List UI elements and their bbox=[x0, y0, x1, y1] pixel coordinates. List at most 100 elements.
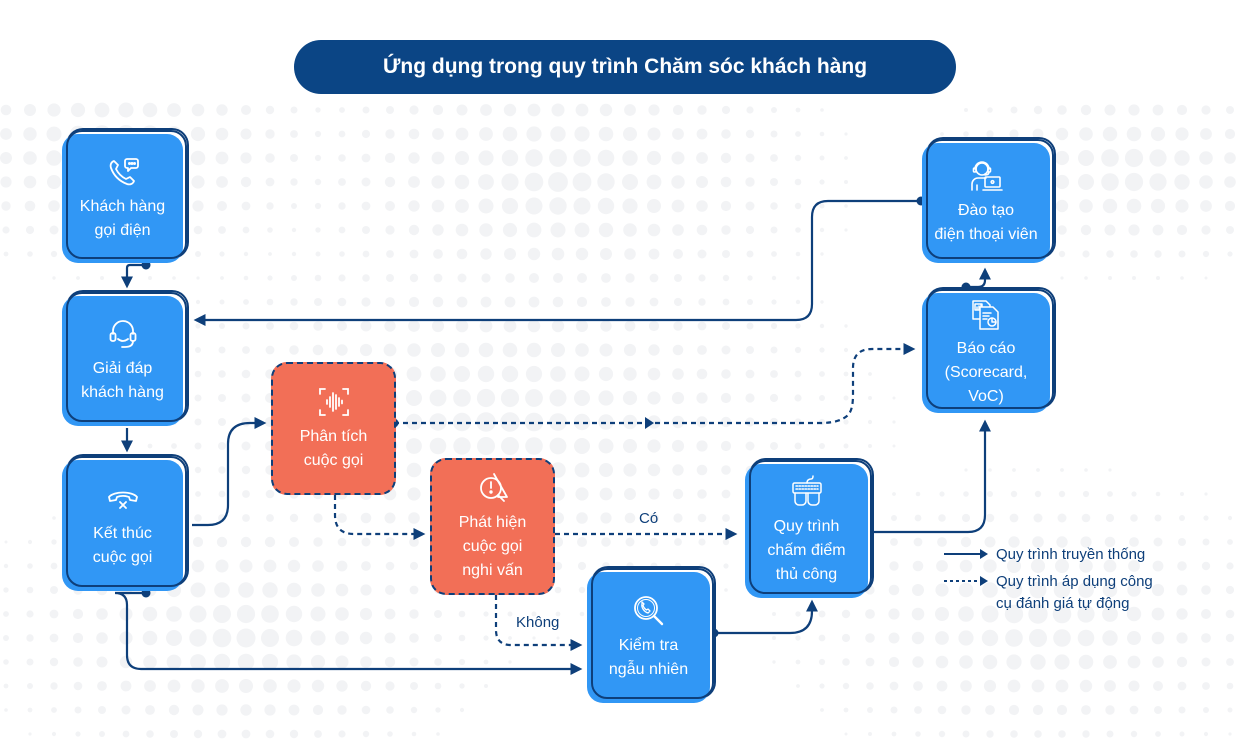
background-dot bbox=[794, 394, 802, 402]
background-dot bbox=[550, 222, 566, 238]
background-dot bbox=[771, 275, 777, 281]
background-dot bbox=[526, 342, 542, 358]
background-dot bbox=[50, 250, 58, 258]
background-dot bbox=[408, 176, 420, 188]
node-analyze-call[interactable]: Phân tích cuộc gọi bbox=[271, 362, 396, 495]
node-end-call[interactable]: Kết thúc cuộc gọi bbox=[62, 456, 187, 591]
background-dot bbox=[573, 149, 591, 167]
background-dot bbox=[1033, 513, 1043, 523]
background-dot bbox=[935, 631, 949, 645]
background-dot bbox=[507, 611, 513, 617]
background-dot bbox=[647, 199, 661, 213]
background-dot bbox=[25, 225, 35, 235]
background-dot bbox=[648, 320, 660, 332]
background-dot bbox=[818, 610, 826, 618]
edge-analyze-to-report bbox=[394, 342, 916, 425]
background-dot bbox=[867, 707, 873, 713]
background-dot bbox=[531, 611, 537, 617]
background-dot bbox=[794, 346, 802, 354]
background-dot bbox=[410, 682, 418, 690]
edge-report-to-training bbox=[966, 267, 992, 289]
node-customer-call[interactable]: Khách hàng gọi điện bbox=[62, 130, 187, 263]
background-dot bbox=[261, 605, 279, 623]
background-dot bbox=[289, 345, 299, 355]
background-dot bbox=[191, 103, 205, 117]
background-dot bbox=[218, 226, 226, 234]
background-dot bbox=[409, 273, 419, 283]
background-dot bbox=[456, 104, 468, 116]
background-dot bbox=[384, 512, 396, 524]
background-dot bbox=[721, 105, 731, 115]
node-random-check[interactable]: Kiểm tra ngẫu nhiên bbox=[587, 568, 714, 703]
background-dot bbox=[457, 273, 467, 283]
node-report[interactable]: Báo cáo (Scorecard, VoC) bbox=[922, 289, 1054, 413]
node-training[interactable]: Đào tạo điện thoại viên bbox=[922, 139, 1054, 263]
background-dot bbox=[167, 679, 181, 693]
background-dot bbox=[1078, 174, 1094, 190]
background-dot bbox=[49, 609, 59, 619]
background-dot bbox=[217, 729, 227, 739]
background-dot bbox=[574, 438, 590, 454]
background-dot bbox=[3, 683, 9, 689]
background-dot bbox=[1104, 536, 1116, 548]
background-dot bbox=[239, 679, 253, 693]
background-dot bbox=[624, 248, 636, 260]
background-dot bbox=[48, 200, 60, 212]
background-dot bbox=[1009, 513, 1019, 523]
background-dot bbox=[23, 127, 37, 141]
background-dot bbox=[1, 201, 11, 211]
background-dot bbox=[1006, 654, 1022, 670]
background-dot bbox=[721, 129, 731, 139]
background-dot bbox=[722, 250, 730, 258]
background-dot bbox=[1010, 730, 1018, 738]
background-dot bbox=[432, 128, 444, 140]
background-dot bbox=[170, 730, 178, 738]
background-dot bbox=[1104, 104, 1116, 116]
background-dot bbox=[503, 319, 517, 333]
background-dot bbox=[409, 609, 419, 619]
background-dot bbox=[1007, 679, 1021, 693]
node-label-line: ngẫu nhiên bbox=[608, 660, 689, 678]
background-dot bbox=[1036, 468, 1040, 472]
background-dot bbox=[598, 126, 614, 142]
background-dot bbox=[268, 252, 272, 256]
background-dot bbox=[1103, 559, 1117, 573]
background-dot bbox=[1201, 225, 1211, 235]
background-dot bbox=[549, 149, 567, 167]
background-dot bbox=[1152, 224, 1164, 236]
background-dot bbox=[574, 126, 590, 142]
background-dot bbox=[480, 296, 492, 308]
background-dot bbox=[361, 297, 371, 307]
background-dot bbox=[1228, 732, 1232, 736]
background-dot bbox=[190, 654, 206, 670]
background-dot bbox=[578, 586, 586, 594]
background-dot bbox=[529, 273, 539, 283]
background-dot bbox=[1130, 730, 1138, 738]
node-answer-customer[interactable]: Giải đáp khách hàng bbox=[62, 292, 187, 426]
background-dot bbox=[480, 248, 492, 260]
voice-scan-icon bbox=[317, 385, 351, 419]
node-manual-scoring[interactable]: Quy trình chấm điểm thủ công bbox=[745, 460, 872, 598]
background-dot bbox=[429, 389, 447, 407]
page-title: Ứng dụng trong quy trình Chăm sóc khách … bbox=[294, 40, 956, 94]
background-dot bbox=[673, 321, 683, 331]
background-dot bbox=[696, 440, 708, 452]
background-dot bbox=[242, 226, 250, 234]
background-dot bbox=[386, 250, 394, 258]
background-dot bbox=[1105, 513, 1115, 523]
background-dot bbox=[408, 224, 420, 236]
background-dot bbox=[216, 176, 228, 188]
background-dot bbox=[696, 392, 708, 404]
background-dot bbox=[1129, 705, 1139, 715]
background-dot bbox=[409, 249, 419, 259]
background-dot bbox=[285, 605, 303, 623]
background-dot bbox=[241, 441, 251, 451]
background-dot bbox=[1105, 705, 1115, 715]
background-dot bbox=[890, 706, 898, 714]
background-dot bbox=[73, 657, 83, 667]
background-dot bbox=[1030, 558, 1046, 574]
background-dot bbox=[385, 681, 395, 691]
background-dot bbox=[819, 323, 825, 329]
node-label-line: nghi vấn bbox=[462, 561, 523, 579]
node-detect-suspicious[interactable]: Phát hiện cuộc gọi nghi vấn bbox=[430, 458, 555, 595]
